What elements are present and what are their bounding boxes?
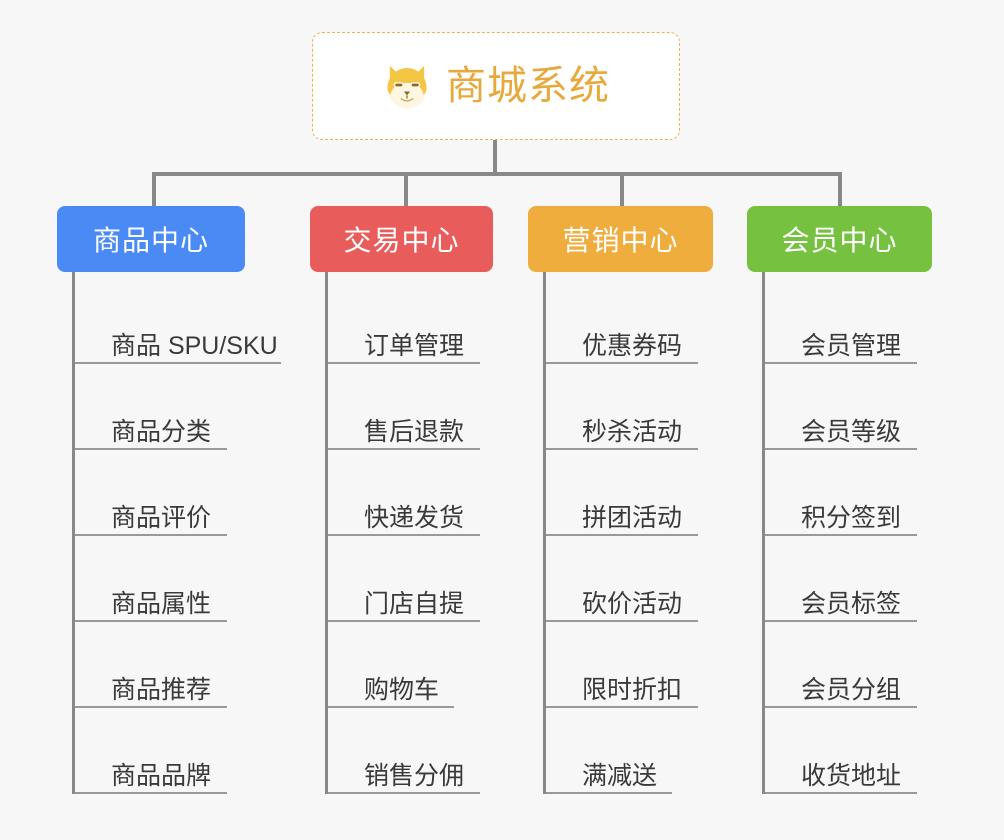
list-item[interactable]: 商品属性 xyxy=(75,536,284,622)
leaf-list-1: 商品 SPU/SKU 商品分类 商品评价 商品属性 商品推荐 商品品牌 xyxy=(72,272,284,794)
leaf-list-2: 订单管理 售后退款 快递发货 门店自提 购物车 销售分佣 xyxy=(325,272,493,794)
leaf-label: 满减送 xyxy=(582,761,658,790)
leaf-underline xyxy=(328,362,480,364)
leaf-underline xyxy=(75,448,227,450)
leaf-underline xyxy=(765,534,917,536)
branch-product-center: 商品中心 商品 SPU/SKU 商品分类 商品评价 商品属性 商品推荐 商品品牌 xyxy=(57,206,284,794)
root-node[interactable]: 商城系统 xyxy=(312,32,680,140)
leaf-label: 限时折扣 xyxy=(582,675,683,704)
leaf-underline xyxy=(765,362,917,364)
leaf-underline xyxy=(328,706,454,708)
connector-drop-2 xyxy=(404,172,408,208)
leaf-label: 积分签到 xyxy=(801,503,902,532)
list-item[interactable]: 商品推荐 xyxy=(75,622,284,708)
branch-marketing-center: 营销中心 优惠券码 秒杀活动 拼团活动 砍价活动 限时折扣 满减送 xyxy=(528,206,713,794)
leaf-underline xyxy=(75,706,227,708)
leaf-underline xyxy=(328,620,480,622)
branch-member-center: 会员中心 会员管理 会员等级 积分签到 会员标签 会员分组 收货地址 xyxy=(747,206,932,794)
leaf-underline xyxy=(765,706,917,708)
leaf-label: 销售分佣 xyxy=(364,761,465,790)
connector-horizontal-bus xyxy=(152,172,840,176)
leaf-underline xyxy=(546,534,698,536)
leaf-label: 门店自提 xyxy=(364,589,465,618)
list-item[interactable]: 门店自提 xyxy=(328,536,493,622)
list-item[interactable]: 售后退款 xyxy=(328,364,493,450)
list-item[interactable]: 收货地址 xyxy=(765,708,932,794)
list-item[interactable]: 商品品牌 xyxy=(75,708,284,794)
leaf-list-3: 优惠券码 秒杀活动 拼团活动 砍价活动 限时折扣 满减送 xyxy=(543,272,713,794)
leaf-underline xyxy=(546,448,698,450)
list-item[interactable]: 购物车 xyxy=(328,622,493,708)
list-item[interactable]: 会员分组 xyxy=(765,622,932,708)
list-item[interactable]: 商品评价 xyxy=(75,450,284,536)
leaf-underline xyxy=(546,362,698,364)
leaf-underline xyxy=(328,534,480,536)
leaf-underline xyxy=(328,448,480,450)
leaf-label: 购物车 xyxy=(364,675,440,704)
leaf-underline xyxy=(765,448,917,450)
leaf-label: 会员管理 xyxy=(801,331,902,360)
leaf-label: 商品分类 xyxy=(111,417,212,446)
connector-drop-1 xyxy=(152,172,156,208)
leaf-label: 砍价活动 xyxy=(582,589,683,618)
leaf-label: 商品属性 xyxy=(111,589,212,618)
list-item[interactable]: 限时折扣 xyxy=(546,622,713,708)
list-item[interactable]: 会员标签 xyxy=(765,536,932,622)
leaf-underline xyxy=(765,620,917,622)
leaf-underline xyxy=(546,792,672,794)
list-item[interactable]: 商品 SPU/SKU xyxy=(75,278,284,364)
leaf-label: 会员分组 xyxy=(801,675,902,704)
branch-trade-center: 交易中心 订单管理 售后退款 快递发货 门店自提 购物车 销售分佣 xyxy=(310,206,493,794)
leaf-list-4: 会员管理 会员等级 积分签到 会员标签 会员分组 收货地址 xyxy=(762,272,932,794)
leaf-underline xyxy=(75,792,227,794)
leaf-label: 订单管理 xyxy=(364,331,465,360)
category-header-4[interactable]: 会员中心 xyxy=(747,206,932,272)
leaf-underline xyxy=(75,620,227,622)
leaf-underline xyxy=(546,706,698,708)
list-item[interactable]: 满减送 xyxy=(546,708,713,794)
leaf-underline xyxy=(546,620,698,622)
list-item[interactable]: 拼团活动 xyxy=(546,450,713,536)
list-item[interactable]: 秒杀活动 xyxy=(546,364,713,450)
leaf-underline xyxy=(75,362,281,364)
list-item[interactable]: 销售分佣 xyxy=(328,708,493,794)
shiba-dog-face-icon xyxy=(387,65,427,109)
list-item[interactable]: 会员管理 xyxy=(765,278,932,364)
leaf-label: 商品评价 xyxy=(111,503,212,532)
category-header-2[interactable]: 交易中心 xyxy=(310,206,493,272)
connector-root-stem xyxy=(493,140,497,175)
list-item[interactable]: 积分签到 xyxy=(765,450,932,536)
leaf-label: 会员标签 xyxy=(801,589,902,618)
leaf-label: 收货地址 xyxy=(801,761,902,790)
list-item[interactable]: 会员等级 xyxy=(765,364,932,450)
category-header-3[interactable]: 营销中心 xyxy=(528,206,713,272)
leaf-label: 快递发货 xyxy=(364,503,465,532)
leaf-label: 售后退款 xyxy=(364,417,465,446)
connector-drop-4 xyxy=(838,172,842,208)
root-title: 商城系统 xyxy=(446,64,610,108)
leaf-label: 商品 SPU/SKU xyxy=(111,331,278,360)
leaf-label: 秒杀活动 xyxy=(582,417,683,446)
connector-drop-3 xyxy=(620,172,624,208)
leaf-underline xyxy=(328,792,480,794)
leaf-label: 优惠券码 xyxy=(582,331,683,360)
leaf-label: 会员等级 xyxy=(801,417,902,446)
category-header-1[interactable]: 商品中心 xyxy=(57,206,245,272)
leaf-label: 拼团活动 xyxy=(582,503,683,532)
leaf-underline xyxy=(75,534,227,536)
list-item[interactable]: 商品分类 xyxy=(75,364,284,450)
list-item[interactable]: 快递发货 xyxy=(328,450,493,536)
leaf-label: 商品推荐 xyxy=(111,675,212,704)
list-item[interactable]: 订单管理 xyxy=(328,278,493,364)
list-item[interactable]: 优惠券码 xyxy=(546,278,713,364)
leaf-underline xyxy=(765,792,917,794)
leaf-label: 商品品牌 xyxy=(111,761,212,790)
list-item[interactable]: 砍价活动 xyxy=(546,536,713,622)
